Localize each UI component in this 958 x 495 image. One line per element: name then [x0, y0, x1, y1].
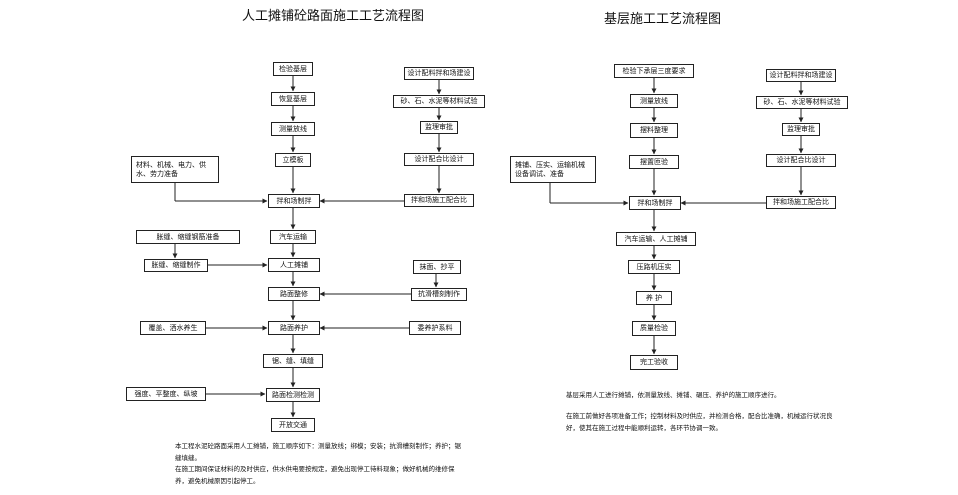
node-inspect-base: 检验基层: [273, 62, 313, 76]
node-survey: 测量放线: [271, 122, 315, 136]
r-node-plant-setup: 设计配料拌和场建设: [766, 69, 836, 82]
node-strength-flatness: 强度、平整度、纵坡: [126, 387, 206, 401]
node-preparation: 材料、机械、电力、供水、劳力准备: [131, 156, 219, 183]
r-node-transport-paving: 汽车运输、人工摊铺: [616, 232, 696, 246]
r-node-mix-design: 设计配合比设计: [766, 154, 836, 167]
node-mixing: 拌和场制拌: [268, 194, 320, 208]
node-material-test: 砂、石、水泥等材料试验: [393, 95, 485, 108]
r-node-material-arrange: 摆料整理: [630, 123, 678, 138]
node-curing: 路面养护: [268, 321, 320, 335]
node-formwork: 立模板: [275, 153, 311, 167]
r-node-completion: 完工验收: [630, 355, 678, 370]
node-curing-material: 委养护系料: [409, 321, 461, 335]
node-inspection: 路面检测检测: [266, 388, 320, 402]
node-anti-slip-groove: 抗滑槽刻制作: [411, 288, 467, 301]
node-mix-design: 设计配合比设计: [404, 153, 474, 166]
node-joint-rebar-prep: 胀缝、缩缝钢筋准备: [136, 230, 240, 244]
note-right-2: 在施工前做好各项准备工作；控制材料及时供应，并检测合格，配合比准确，机械运行状况…: [566, 412, 833, 432]
r-node-quality-check: 质量检验: [632, 321, 676, 336]
r-node-compaction: 压路机压实: [628, 260, 680, 274]
r-node-check-subbase: 检验下承层三度要求: [614, 64, 694, 78]
title-right: 基层施工工艺流程图: [604, 12, 722, 27]
r-node-supervisor-approval: 监理审批: [782, 123, 820, 136]
node-transport: 汽车运输: [270, 230, 316, 244]
node-joint-cutting: 锯、缝、填缝: [263, 354, 323, 368]
node-water-curing: 覆盖、洒水养生: [140, 321, 206, 335]
r-node-survey: 测量放线: [630, 94, 678, 108]
note-left-1: 本工程水泥砼路面采用人工摊铺，施工顺序如下：测量放线；绑模；安装；抗滑槽刻制作；…: [175, 442, 461, 462]
r-node-placement-check: 摆置匝验: [629, 155, 679, 169]
node-paving: 人工摊铺: [268, 258, 320, 272]
node-open-traffic: 开放交通: [271, 418, 315, 432]
node-construction-mix: 拌和场施工配合比: [404, 194, 474, 207]
title-left: 人工摊铺砼路面施工工艺流程图: [242, 9, 425, 24]
node-plant-setup: 设计配料拌和场建设: [404, 67, 474, 80]
node-finishing: 路面整修: [268, 287, 320, 301]
node-restore-base: 恢复基层: [271, 92, 315, 106]
r-node-construction-mix: 拌和场施工配合比: [766, 196, 836, 209]
r-node-curing: 养 护: [636, 291, 672, 305]
r-node-material-test: 砂、石、水泥等材料试验: [756, 96, 848, 109]
node-supervisor-approval: 监理审批: [420, 121, 458, 134]
note-right-1: 基层采用人工进行摊铺，依测量放线、摊铺、碾压、养护的施工顺序进行。: [566, 391, 781, 399]
node-trowel-level: 抹面、抄平: [413, 260, 461, 274]
r-node-mixing: 拌和场制拌: [629, 196, 681, 210]
note-left-2: 在施工期间保证材料的及时供应，供水供电要按规定，避免出现停工待料现象；做好机械的…: [175, 465, 455, 485]
r-node-equipment-prep: 摊铺、压实、运输机械设备调试、准备: [510, 156, 596, 183]
node-joint-making: 胀缝、缩缝制作: [144, 259, 208, 272]
